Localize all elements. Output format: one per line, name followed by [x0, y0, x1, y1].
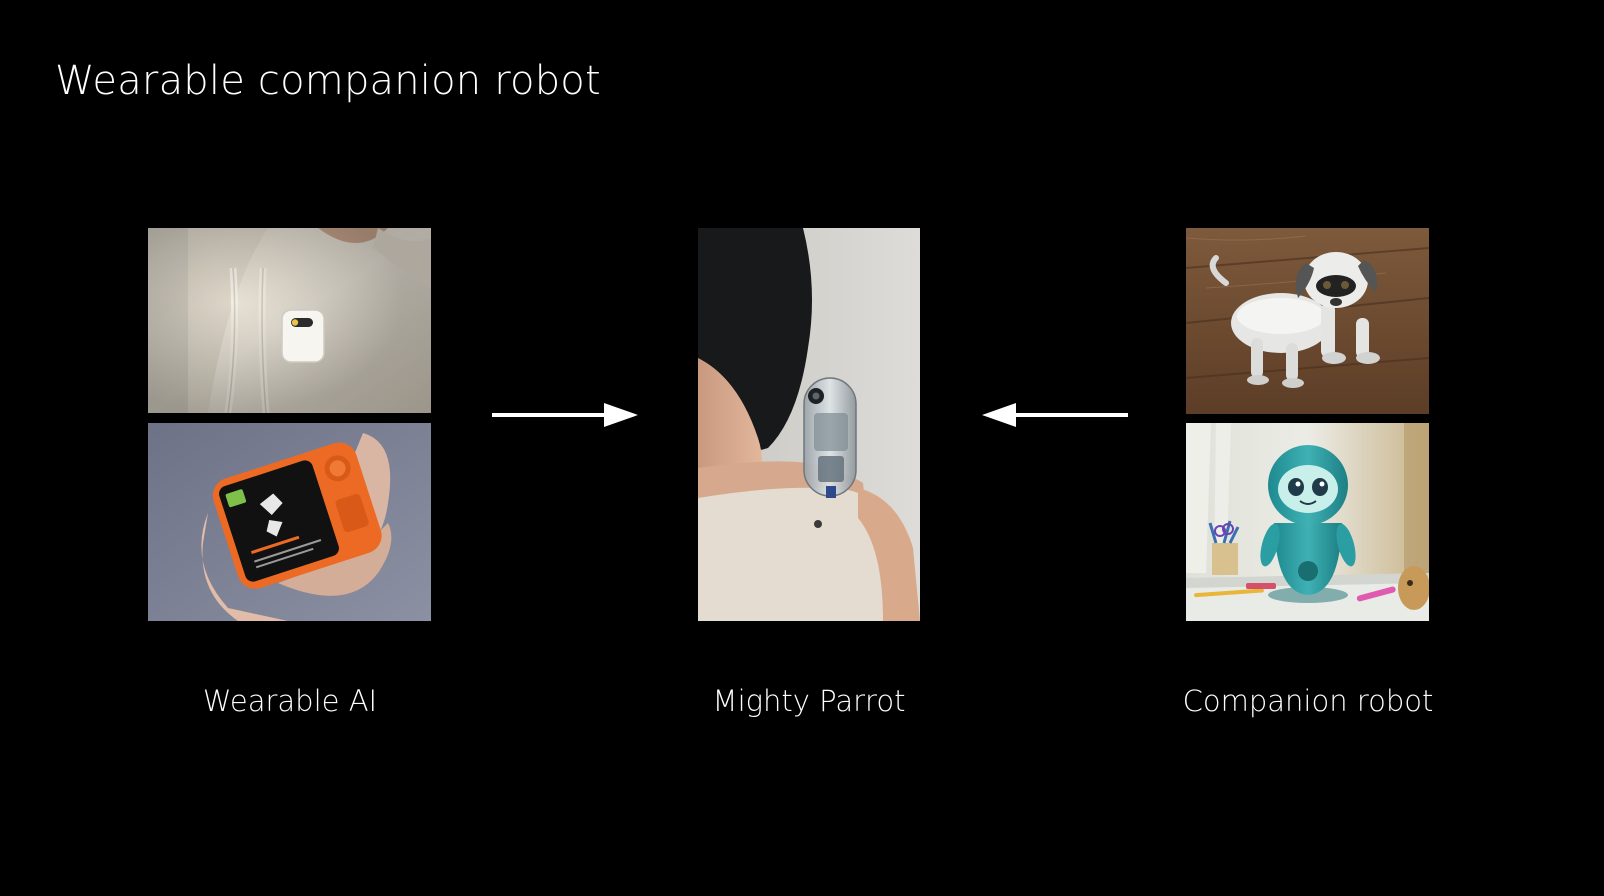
slide-title: Wearable companion robot — [55, 58, 601, 104]
caption-companion-robot: Companion robot — [1182, 684, 1434, 718]
photo-mighty-parrot — [698, 228, 920, 621]
photo-teal-companion-robot — [1186, 423, 1429, 621]
arrow-left-icon — [982, 403, 1128, 427]
arrow-right-icon — [492, 403, 638, 427]
caption-mighty-parrot: Mighty Parrot — [712, 684, 906, 718]
photo-robot-dog — [1186, 228, 1429, 414]
caption-wearable-ai: Wearable AI — [202, 684, 378, 718]
photo-wearable-pin — [148, 228, 431, 413]
photo-handheld-ai — [148, 423, 431, 621]
